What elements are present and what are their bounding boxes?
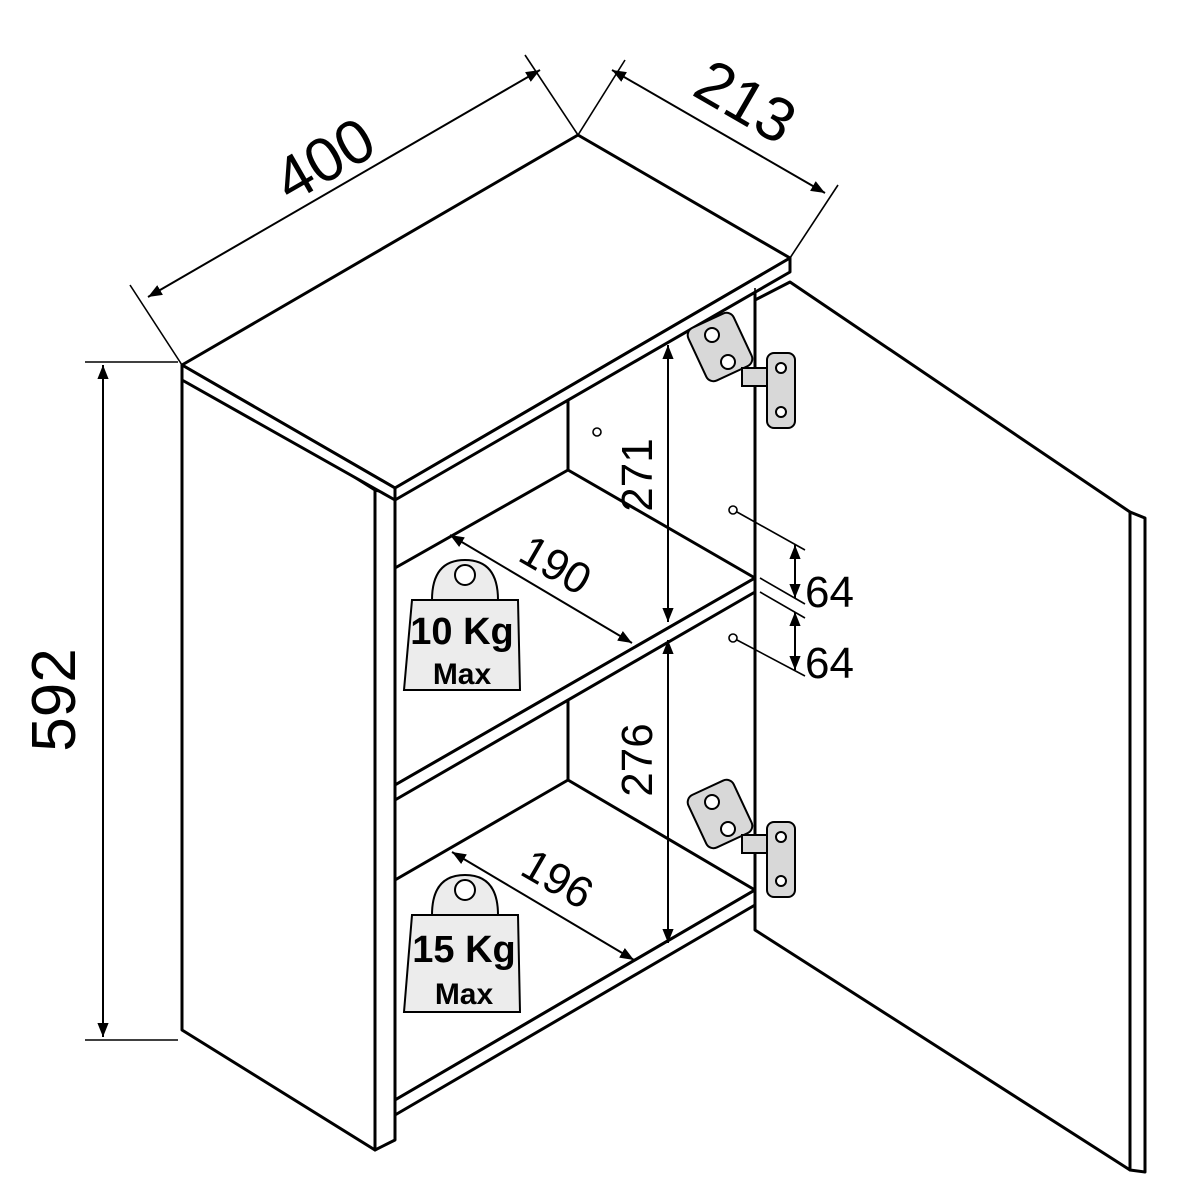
- lower-weight-label: 15 Kg: [412, 929, 515, 971]
- upper-weight-qualifier: Max: [433, 658, 492, 691]
- lower-hinge-icon: [686, 778, 796, 898]
- height-value: 592: [20, 648, 89, 751]
- lower-weight-qualifier: Max: [435, 978, 494, 1011]
- left-side-panel: [180, 366, 377, 1152]
- hole-spacing-dimension: 64 64: [736, 511, 854, 688]
- lower-compartment-value: 276: [613, 723, 662, 796]
- depth-value: 213: [683, 47, 807, 158]
- hole-spacing-lower-value: 64: [805, 639, 854, 688]
- upper-hinge-icon: [686, 311, 796, 429]
- upper-compartment-value: 271: [613, 438, 662, 511]
- height-dimension: 592: [20, 361, 178, 1041]
- door-edge: [1128, 510, 1147, 1174]
- upper-compartment-dimension: 271: [613, 345, 674, 622]
- width-value: 400: [263, 105, 387, 216]
- pin-hole: [728, 633, 738, 643]
- lower-compartment-dimension: 276: [613, 640, 674, 943]
- hole-spacing-upper-value: 64: [805, 568, 854, 617]
- pin-hole: [592, 427, 602, 437]
- left-panel-edge: [373, 488, 397, 1152]
- pin-hole: [728, 505, 738, 515]
- top-panel-side-edge: [393, 256, 792, 502]
- upper-weight-label: 10 Kg: [410, 611, 513, 653]
- door-panel: [753, 280, 1132, 1172]
